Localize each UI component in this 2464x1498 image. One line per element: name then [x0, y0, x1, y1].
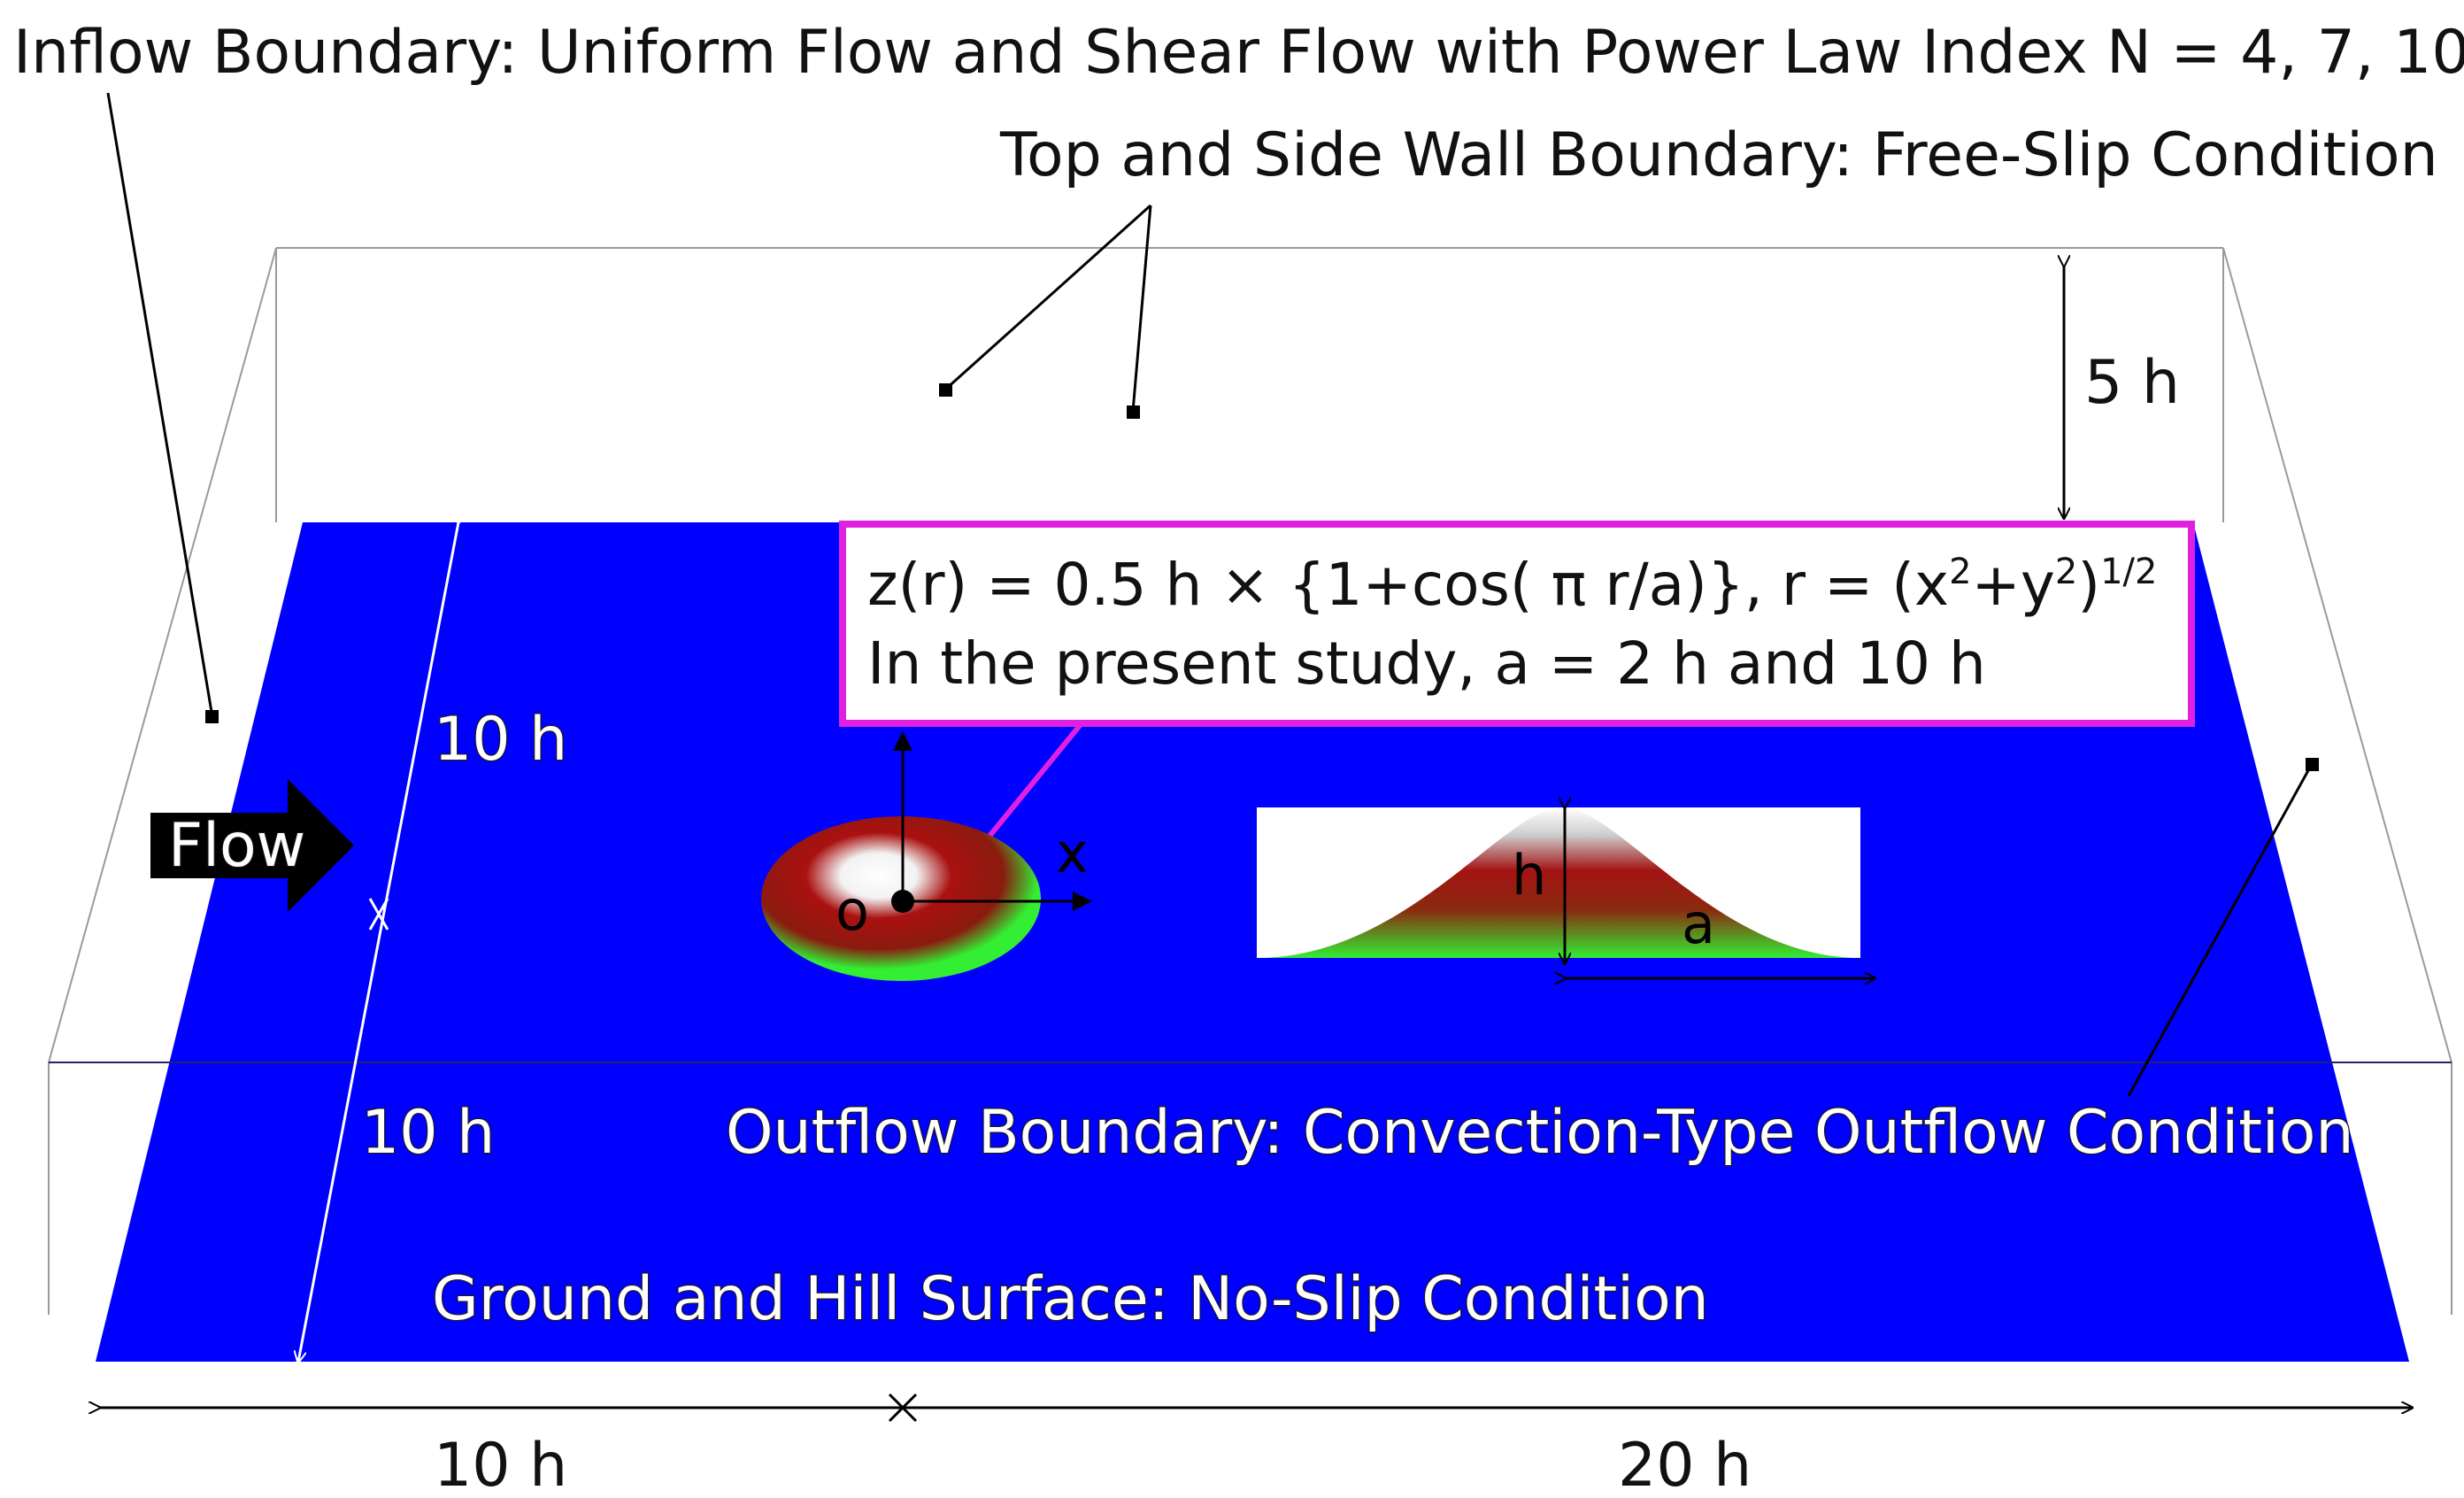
- outflow-boundary-label: Outflow Boundary: Convection-Type Outflo…: [726, 1098, 2353, 1168]
- leader-lines: [106, 92, 2314, 1097]
- spanwise-dimension: [298, 522, 458, 1362]
- inflow-boundary-label: Inflow Boundary: Uniform Flow and Shear …: [13, 18, 2464, 88]
- ground-plane: [96, 522, 2409, 1362]
- formula-mid: +y: [1972, 551, 2055, 619]
- formula-box: [839, 521, 2195, 727]
- formula-line-2: In the present study, a = 2 h and 10 h: [867, 629, 1986, 698]
- streamwise-dimension: [99, 1393, 2412, 1423]
- top-side-wall-label: Top and Side Wall Boundary: Free-Slip Co…: [999, 120, 2438, 190]
- formula-sup-2: 2: [2055, 552, 2077, 592]
- hill-origin-dot: [891, 890, 914, 913]
- span-lower-10h-label: 10 h: [361, 1098, 495, 1168]
- ground-hill-surface-label: Ground and Hill Surface: No-Slip Conditi…: [432, 1264, 1709, 1334]
- length-20h-label: 20 h: [1618, 1431, 1752, 1498]
- flow-label: Flow: [168, 811, 305, 881]
- profile-a-label: a: [1682, 892, 1715, 956]
- profile-h-label: h: [1512, 843, 1546, 907]
- formula-sup-3: 1/2: [2100, 552, 2157, 592]
- formula-sup-1: 2: [1949, 552, 1971, 592]
- formula-main: z(r) = 0.5 h × {1+cos( π r/a)}, r = (x: [867, 551, 1949, 619]
- formula-leader: [984, 722, 1084, 841]
- leader-dots: [205, 383, 2319, 771]
- hill-origin-label: o: [835, 878, 869, 943]
- hill-axis-x-label: x: [1056, 821, 1089, 885]
- formula-line-1: z(r) = 0.5 h × {1+cos( π r/a)}, r = (x2+…: [867, 551, 2157, 619]
- height-5h-label: 5 h: [2084, 348, 2180, 418]
- formula-close: ): [2077, 551, 2100, 619]
- span-upper-10h-label: 10 h: [434, 705, 567, 775]
- length-10h-label: 10 h: [434, 1431, 567, 1498]
- flow-arrow: [150, 779, 354, 912]
